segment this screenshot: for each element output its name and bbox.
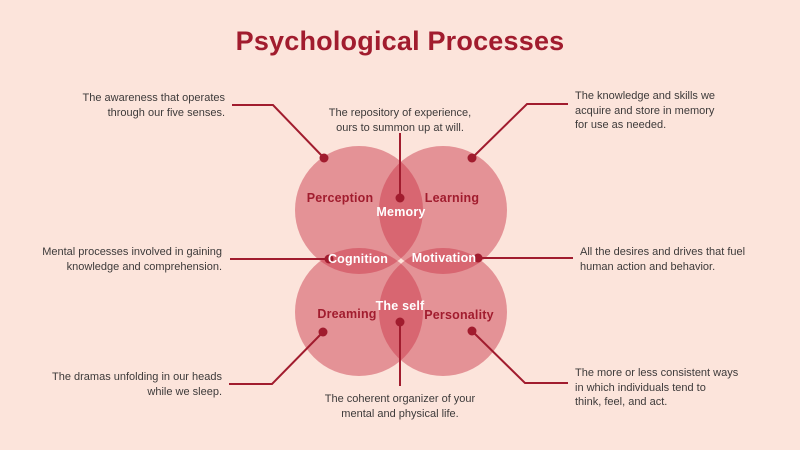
dot-cognition (324, 254, 334, 264)
connector-learning (471, 103, 568, 159)
label-personality: Personality (424, 308, 494, 322)
annotation-perception: The awareness that operates through our … (82, 92, 225, 119)
circle-dreaming (295, 248, 423, 376)
connector-perception (232, 104, 325, 159)
label-motivation: Motivation (411, 251, 477, 265)
dot-motivation (473, 253, 483, 263)
connector-dreaming (229, 331, 324, 385)
label-memory: Memory (376, 205, 426, 219)
annotation-motivation: All the desires and drives that fuel hum… (580, 246, 746, 273)
dot-the-self (395, 317, 405, 327)
dot-perception (319, 153, 329, 163)
dot-memory (395, 193, 405, 203)
connector-personality (471, 330, 568, 384)
label-the-self: The self (375, 299, 425, 313)
label-cognition: Cognition (327, 252, 389, 266)
circle-perception (295, 146, 423, 274)
dot-personality (467, 326, 477, 336)
page-title: Psychological Processes (235, 26, 565, 56)
annotation-dreaming: The dramas unfolding in our heads while … (52, 371, 222, 398)
annotation-personality: The more or less consistent ways in whic… (575, 367, 739, 409)
annotation-the-self: The coherent organizer of your mental an… (324, 393, 476, 420)
circle-personality (379, 248, 507, 376)
annotation-memory: The repository of experience, ours to su… (328, 107, 472, 134)
annotation-cognition: Mental processes involved in gaining kno… (42, 246, 222, 273)
label-dreaming: Dreaming (317, 307, 377, 321)
label-perception: Perception (306, 191, 374, 205)
annotation-learning: The knowledge and skills we acquire and … (575, 90, 716, 132)
label-learning: Learning (424, 191, 480, 205)
dot-dreaming (318, 327, 328, 337)
dot-learning (467, 153, 477, 163)
circle-learning (379, 146, 507, 274)
